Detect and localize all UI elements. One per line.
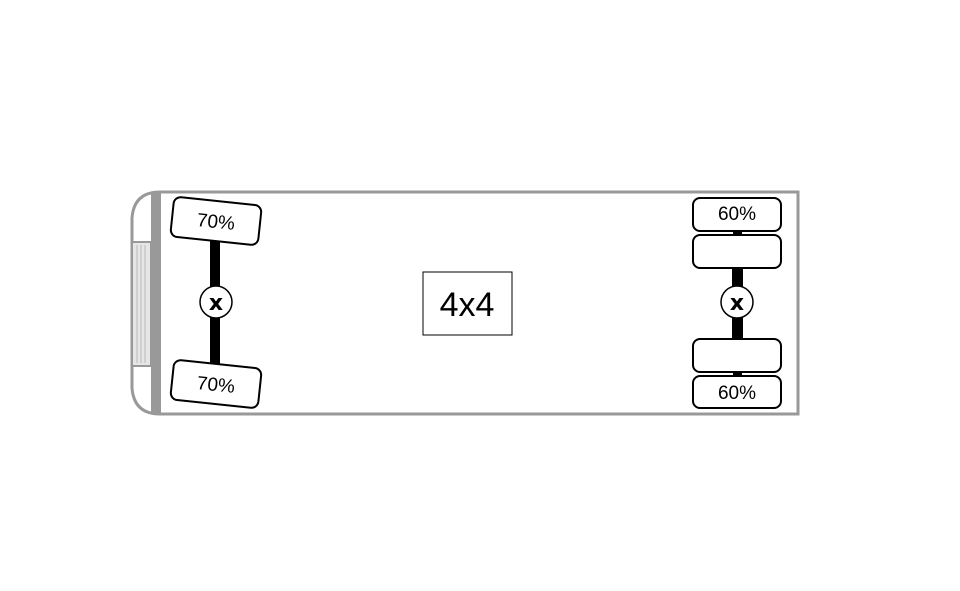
front-differential-mark: x (209, 291, 223, 316)
drive-type-label: 4x4 (440, 286, 495, 324)
tire-rear-right-outer[interactable]: 60% (692, 375, 782, 409)
tire-front-right-tread: 70% (196, 373, 236, 398)
tire-rear-left-outer[interactable]: 60% (692, 197, 782, 232)
tire-front-left-body (169, 196, 263, 246)
tire-front-left-tread: 70% (196, 210, 236, 235)
rear-differential (720, 285, 754, 319)
tire-rear-right-inner[interactable] (692, 338, 782, 373)
cab-divider (151, 192, 161, 414)
front-axle: x 70% 70% (169, 196, 263, 409)
drive-type-box: 4x4 (422, 271, 513, 336)
rear-axle: x 60% 60% (692, 197, 782, 409)
rear-differential-mark: x (730, 291, 744, 316)
tire-rear-right-outer-tread: 60% (718, 383, 756, 404)
tire-front-right-body (169, 359, 263, 409)
tire-rear-left-outer-tread: 60% (718, 204, 756, 225)
tire-front-left[interactable]: 70% (169, 196, 263, 246)
tire-front-right[interactable]: 70% (169, 359, 263, 409)
tire-rear-right-outer-body (692, 375, 782, 409)
rear-axle-shaft-lower (733, 370, 742, 378)
tire-rear-left-inner-body (692, 234, 782, 269)
rear-axle-shaft-upper (733, 228, 742, 238)
tire-rear-left-inner[interactable] (692, 234, 782, 269)
front-differential (199, 285, 233, 319)
tire-rear-left-outer-body (692, 197, 782, 232)
tire-rear-right-inner-body (692, 338, 782, 373)
drive-type-frame (422, 271, 513, 336)
